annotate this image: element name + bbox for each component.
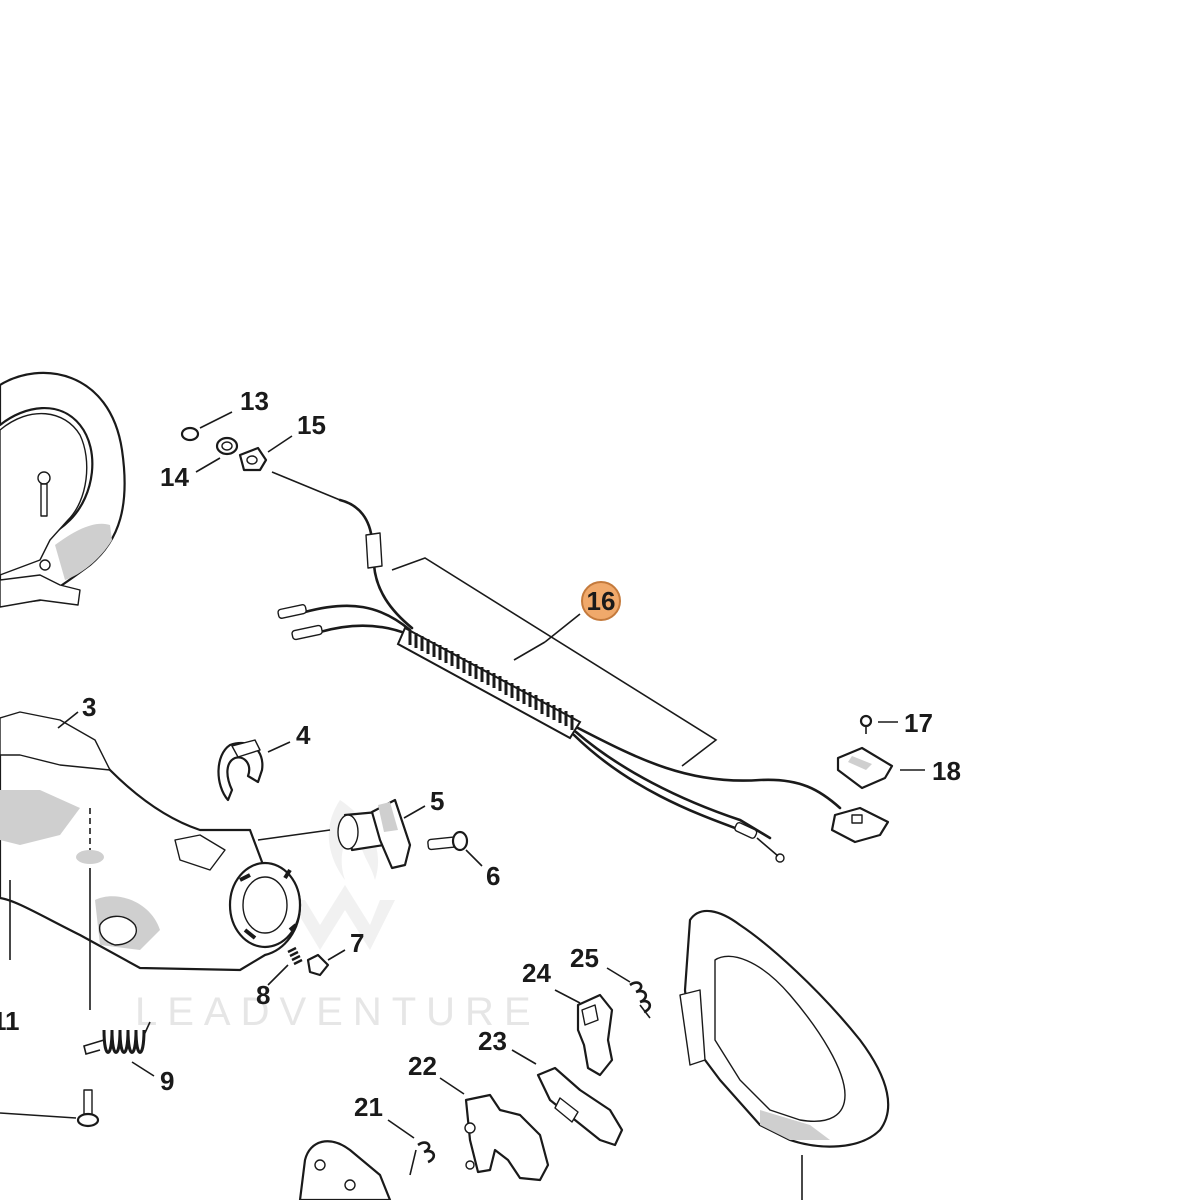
part-18: 18 [836, 746, 961, 790]
callout-label-11: 11 [0, 1006, 20, 1036]
part-handle [0, 371, 126, 608]
part-16-cable-harness: 16 [271, 471, 890, 863]
part-housing-right [679, 909, 890, 1200]
part-17: 17 [859, 708, 933, 738]
part-13: 13 [180, 386, 269, 442]
watermark: LEADVENTURE [135, 800, 541, 1034]
callout-label-7: 7 [350, 928, 364, 958]
part-23: 23 [478, 1026, 624, 1147]
part-15: 15 [238, 410, 326, 472]
callout-label-14: 14 [160, 462, 189, 492]
callout-label-13: 13 [240, 386, 269, 416]
callout-label-22: 22 [408, 1051, 437, 1081]
part-5: 5 [337, 786, 444, 870]
drum [228, 861, 302, 949]
part-21: 21 [354, 1092, 436, 1176]
part-7: 7 [306, 928, 364, 977]
callout-label-9: 9 [160, 1066, 174, 1096]
screw-icon [37, 471, 51, 517]
callout-label-24: 24 [522, 958, 551, 988]
callout-label-18: 18 [932, 756, 961, 786]
coil-sleeve [396, 626, 582, 740]
part-25: 25 [570, 943, 652, 1019]
callout-label-5: 5 [430, 786, 444, 816]
callout-label-6: 6 [486, 861, 500, 891]
part-24: 24 [522, 958, 614, 1077]
callout-label-4: 4 [296, 720, 311, 750]
part-14: 14 [160, 436, 239, 492]
callout-16-highlight: 16 [581, 581, 621, 621]
part-6: 6 [427, 830, 500, 891]
part-8: 8 [256, 946, 303, 1010]
callout-label-16: 16 [587, 586, 616, 616]
callout-label-15: 15 [297, 410, 326, 440]
part-9-spring: 9 [83, 1021, 174, 1096]
part-22: 22 [408, 1051, 550, 1182]
callout-label-23: 23 [478, 1026, 507, 1056]
screw-lower [0, 1089, 100, 1128]
callout-label-17: 17 [904, 708, 933, 738]
callout-label-21: 21 [354, 1092, 383, 1122]
watermark-text: LEADVENTURE [135, 990, 541, 1034]
callout-label-8: 8 [256, 980, 270, 1010]
callout-label-3: 3 [82, 692, 96, 722]
part-3-housing: 3 [0, 692, 331, 1010]
part-4: 4 [217, 720, 311, 802]
part-housing-left-lower [298, 1140, 392, 1200]
callout-label-25: 25 [570, 943, 599, 973]
